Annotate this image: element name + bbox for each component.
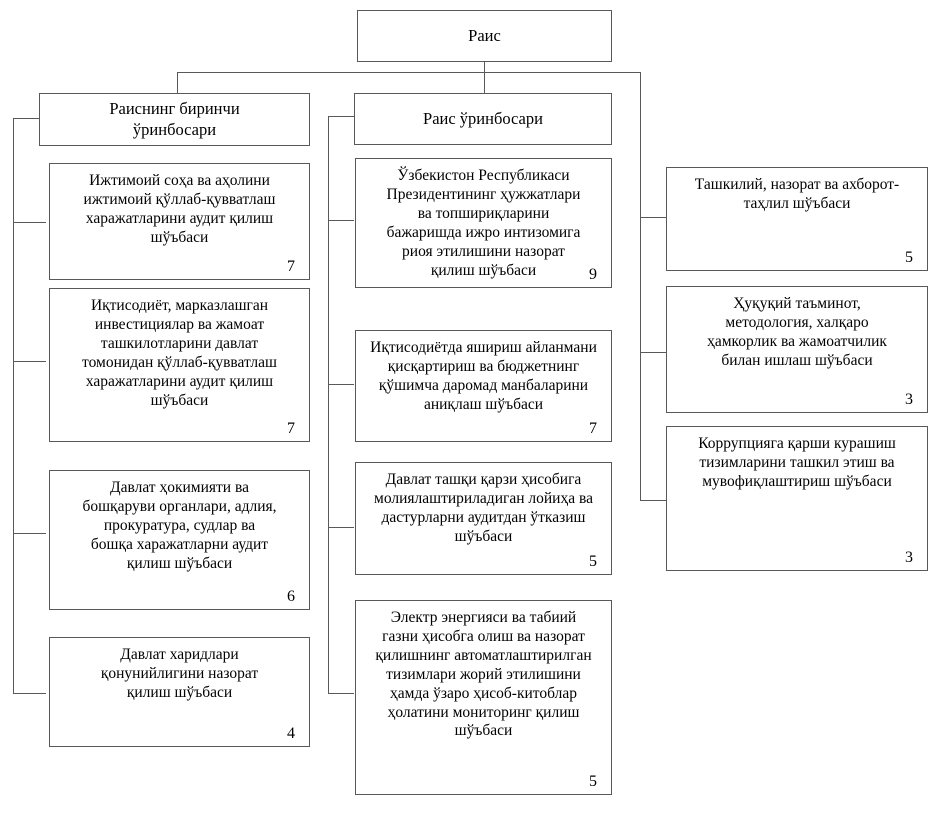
node-label: Давлат ташқи қарзи ҳисобига молиялаштири…: [374, 471, 593, 545]
node-label: Ташкилий, назорат ва ахборот- таҳлил шўъ…: [694, 176, 900, 212]
node-staff-count: 7: [589, 420, 597, 437]
node-staff-count: 6: [287, 588, 295, 605]
connector-left-branch-2: [13, 361, 46, 362]
node-staff-count: 4: [287, 725, 295, 742]
connector-right-branch-3: [640, 500, 667, 501]
node-label: Ўзбекистон Республикаси Президентининг ҳ…: [386, 167, 581, 279]
node-middle-dept-2[interactable]: Иқтисодиётда яшириш айланмани қисқартири…: [355, 330, 612, 442]
node-label: Ҳуқуқий таъминот, методология, халқаро ҳ…: [707, 295, 887, 369]
node-left-dept-4[interactable]: Давлат харидлари қонунийлигини назорат қ…: [49, 637, 310, 747]
node-staff-count: 7: [287, 258, 295, 275]
connector-second-deputy-stem: [484, 72, 485, 93]
connector-middle-branch-1: [328, 220, 354, 221]
node-staff-count: 5: [905, 249, 913, 266]
connector-left-branch-1: [13, 222, 46, 223]
connector-right-branch-1: [640, 217, 667, 218]
node-label: Давлат харидлари қонунийлигини назорат қ…: [100, 646, 259, 701]
node-middle-dept-1[interactable]: Ўзбекистон Республикаси Президентининг ҳ…: [355, 158, 612, 288]
node-root-chairman[interactable]: Раис: [357, 10, 612, 62]
node-label: Коррупцияга қарши курашиш тизимларини та…: [698, 435, 896, 490]
connector-first-deputy-stem: [177, 72, 178, 93]
connector-left-deputy-link: [13, 118, 46, 119]
connector-middle-branch-3: [328, 527, 354, 528]
node-right-dept-1[interactable]: Ташкилий, назорат ва ахборот- таҳлил шўъ…: [666, 167, 928, 271]
node-label: Раис: [468, 25, 501, 45]
connector-middle-deputy-link: [328, 116, 354, 117]
connector-middle-branch-2: [328, 384, 354, 385]
node-label: Раис ўринбосари: [423, 108, 543, 128]
node-label: Электр энергияси ва табиий газни ҳисобга…: [375, 609, 592, 740]
node-right-dept-2[interactable]: Ҳуқуқий таъминот, методология, халқаро ҳ…: [666, 286, 928, 413]
node-label: Иқтисодиёт, марказлашган инвестициялар в…: [82, 297, 277, 409]
connector-middle-branch-4: [328, 693, 354, 694]
node-left-dept-2[interactable]: Иқтисодиёт, марказлашган инвестициялар в…: [49, 288, 310, 442]
connector-left-branch-3: [13, 533, 46, 534]
connector-left-trunk: [13, 118, 14, 693]
node-middle-dept-3[interactable]: Давлат ташқи қарзи ҳисобига молиялаштири…: [355, 462, 612, 575]
node-label: Раиснинг биринчи ўринбосари: [109, 99, 240, 139]
connector-top-bus: [177, 72, 641, 73]
node-label: Иқтисодиётда яшириш айланмани қисқартири…: [370, 339, 597, 413]
node-staff-count: 3: [905, 549, 913, 566]
node-left-dept-3[interactable]: Давлат ҳокимияти ва бошқаруви органлари,…: [49, 470, 310, 610]
connector-root-stem: [484, 61, 485, 73]
node-label: Ижтимоий соҳа ва аҳолини ижтимоий қўллаб…: [83, 172, 276, 246]
connector-middle-trunk: [328, 116, 329, 693]
node-first-deputy-chairman[interactable]: Раиснинг биринчи ўринбосари: [39, 93, 310, 146]
node-left-dept-1[interactable]: Ижтимоий соҳа ва аҳолини ижтимоий қўллаб…: [49, 163, 310, 280]
node-staff-count: 9: [589, 266, 597, 283]
node-label: Давлат ҳокимияти ва бошқаруви органлари,…: [82, 479, 277, 572]
node-right-dept-3[interactable]: Коррупцияга қарши курашиш тизимларини та…: [666, 426, 928, 571]
node-middle-dept-4[interactable]: Электр энергияси ва табиий газни ҳисобга…: [355, 600, 612, 795]
node-deputy-chairman[interactable]: Раис ўринбосари: [354, 93, 612, 145]
connector-left-branch-4: [13, 693, 46, 694]
node-staff-count: 5: [589, 553, 597, 570]
connector-right-branch-2: [640, 352, 667, 353]
node-staff-count: 3: [905, 391, 913, 408]
node-staff-count: 5: [589, 773, 597, 790]
node-staff-count: 7: [287, 420, 295, 437]
connector-right-trunk: [640, 72, 641, 500]
